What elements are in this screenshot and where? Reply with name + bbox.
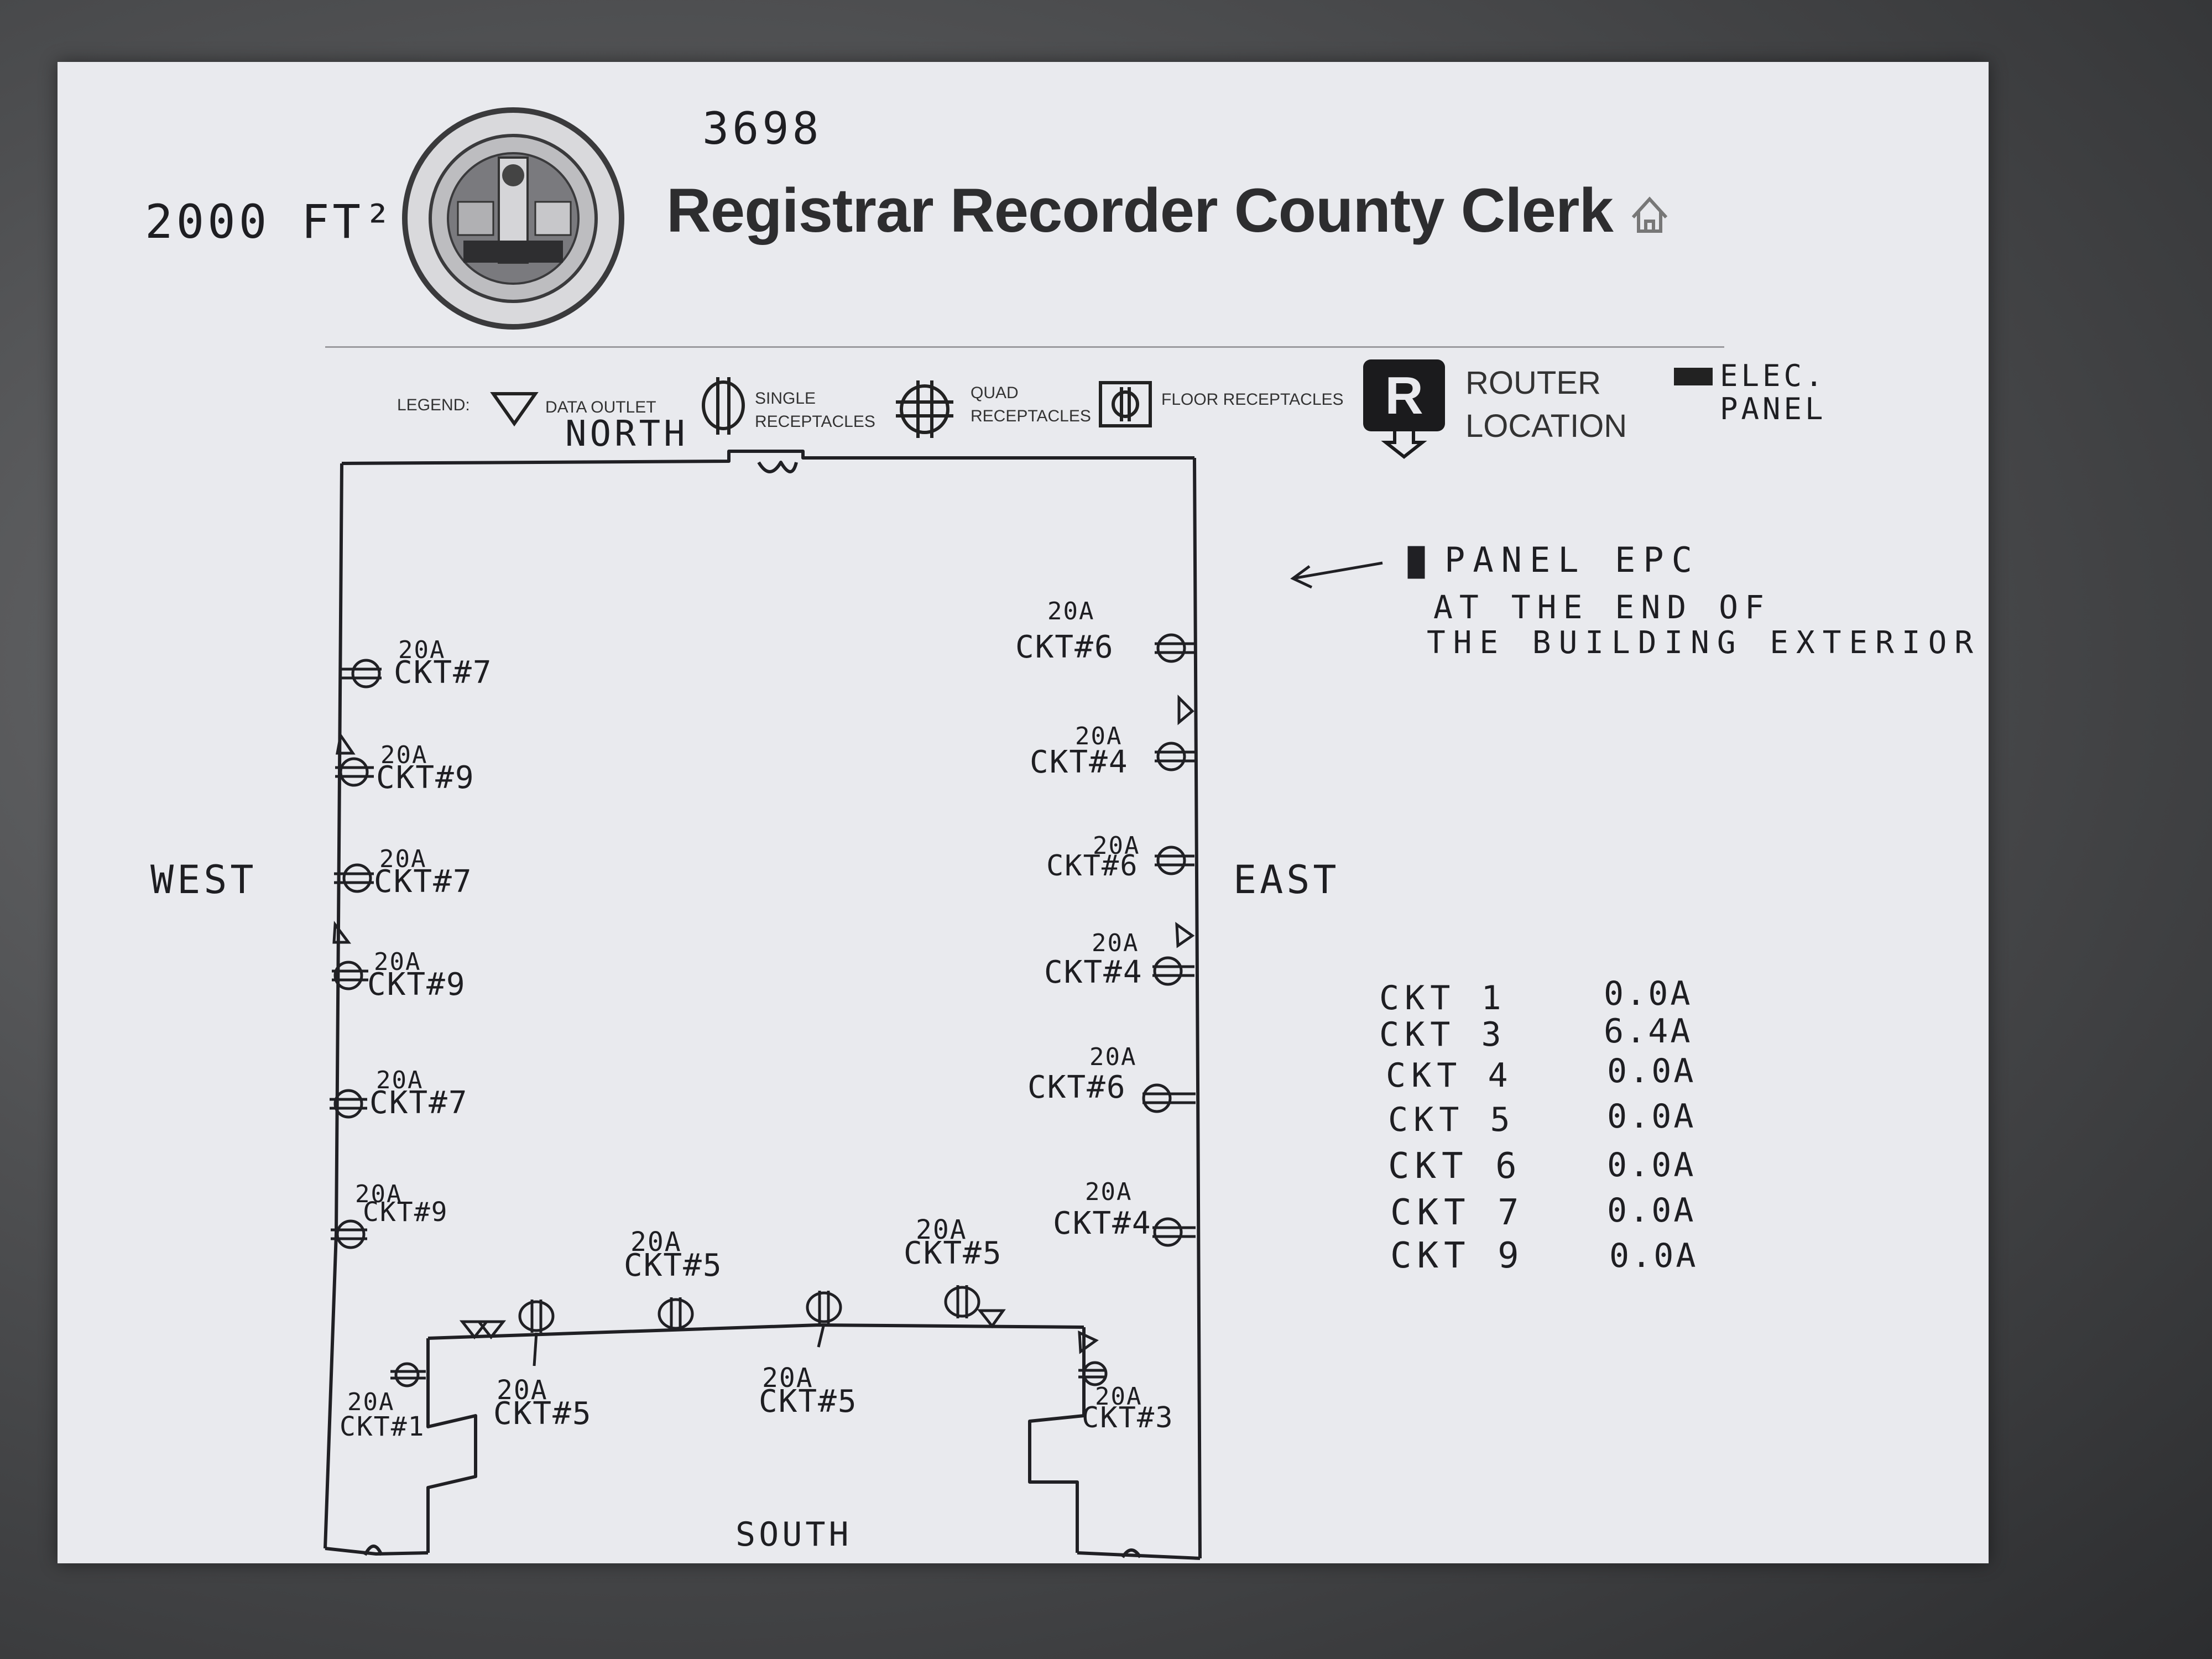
circuit-label-amp: 20A [497, 1375, 548, 1406]
load-table-ckt: CKT 3 [1379, 1015, 1507, 1054]
circuit-label-ckt: CKT#1 [340, 1411, 425, 1442]
panel-note-line1: PANEL EPC [1444, 540, 1700, 580]
circuit-label-ckt: CKT#5 [493, 1396, 592, 1432]
circuit-label-ckt: CKT#9 [367, 967, 466, 1003]
circuit-label-ckt: CKT#4 [1044, 954, 1143, 990]
load-table-ckt: CKT 4 [1386, 1056, 1514, 1095]
load-table-amps: 0.0A [1604, 974, 1693, 1013]
load-table-ckt: CKT 6 [1388, 1146, 1522, 1187]
legend-single-receptacles-label: SINGLE RECEPTACLES [755, 389, 875, 431]
load-table-ckt: CKT 1 [1379, 979, 1507, 1018]
circuit-label-amp: 20A [1075, 722, 1123, 750]
circuit-label-amp: 20A [1047, 597, 1095, 625]
circuit-label-ckt: CKT#5 [624, 1248, 723, 1284]
circuit-label-amp: 20A [1085, 1178, 1133, 1206]
circuit-label-amp: 20A [374, 948, 421, 976]
load-table-ckt: CKT 5 [1388, 1100, 1516, 1139]
legend-label: LEGEND: [397, 396, 470, 414]
west-label: WEST [150, 857, 257, 902]
circuit-label-ckt: CKT#4 [1053, 1206, 1152, 1241]
circuit-label-amp: 20A [1093, 832, 1140, 860]
circuit-label-ckt: CKT#9 [376, 760, 475, 796]
circuit-label-amp: 20A [916, 1214, 967, 1245]
circuit-label-ckt: CKT#6 [1027, 1070, 1126, 1105]
circuit-label-ckt: CKT#3 [1082, 1401, 1174, 1434]
south-label: SOUTH [735, 1515, 852, 1554]
circuit-label-amp: 20A [630, 1227, 682, 1258]
load-table-ckt: CKT 7 [1390, 1192, 1525, 1233]
page-number: 3698 [702, 103, 822, 154]
circuit-label-amp: 20A [347, 1388, 395, 1416]
load-table-ckt: CKT 9 [1390, 1235, 1525, 1276]
circuit-label-ckt: CKT#9 [363, 1197, 448, 1228]
circuit-label-amp: 20A [380, 741, 428, 769]
circuit-label-ckt: CKT#6 [1046, 849, 1139, 883]
circuit-label-ckt: CKT#7 [374, 864, 473, 900]
paper-sheet [58, 62, 1989, 1563]
panel-note-line3: THE BUILDING EXTERIOR [1427, 625, 1981, 661]
circuit-label-ckt: CKT#7 [394, 655, 493, 691]
panel-note-line2: AT THE END OF [1433, 588, 1771, 626]
north-label: NORTH [565, 414, 688, 455]
area-label: 2000 FT² [145, 195, 395, 249]
circuit-label-amp: 20A [1089, 1043, 1137, 1071]
circuit-label-amp: 20A [762, 1363, 813, 1394]
circuit-label-amp: 20A [398, 636, 446, 664]
legend-quad-receptacles-label: QUAD RECEPTACLES [971, 384, 1091, 425]
legend-data-outlet-label: DATA OUTLET [545, 398, 656, 416]
east-label: EAST [1233, 857, 1340, 902]
legend-floor-receptacles-label: FLOOR RECEPTACLES [1161, 390, 1344, 409]
legend-elec-panel-label: ELEC. PANEL [1720, 358, 1827, 426]
circuit-label-ckt: CKT#5 [759, 1384, 858, 1420]
circuit-label-amp: 20A [355, 1180, 403, 1208]
circuit-label-ckt: CKT#4 [1030, 744, 1129, 780]
load-table-amps: 0.0A [1609, 1237, 1698, 1275]
circuit-label-ckt: CKT#7 [369, 1085, 468, 1121]
load-table-amps: 0.0A [1607, 1097, 1696, 1136]
page-title: Registrar Recorder County Clerk [666, 176, 1614, 245]
legend-router-location-label: ROUTER LOCATION [1465, 365, 1627, 444]
circuit-label-amp: 20A [1092, 929, 1139, 957]
circuit-label-amp: 20A [376, 1066, 424, 1094]
circuit-label-amp: 20A [379, 845, 427, 873]
load-table-amps: 0.0A [1607, 1052, 1696, 1091]
circuit-label-amp: 20A [1095, 1383, 1142, 1411]
circuit-label-ckt: CKT#6 [1015, 629, 1114, 665]
load-table-amps: 6.4A [1604, 1012, 1693, 1051]
header-rule [325, 346, 1724, 348]
load-table-amps: 0.0A [1607, 1146, 1696, 1185]
load-table-amps: 0.0A [1607, 1191, 1696, 1230]
circuit-label-ckt: CKT#5 [904, 1235, 1003, 1271]
